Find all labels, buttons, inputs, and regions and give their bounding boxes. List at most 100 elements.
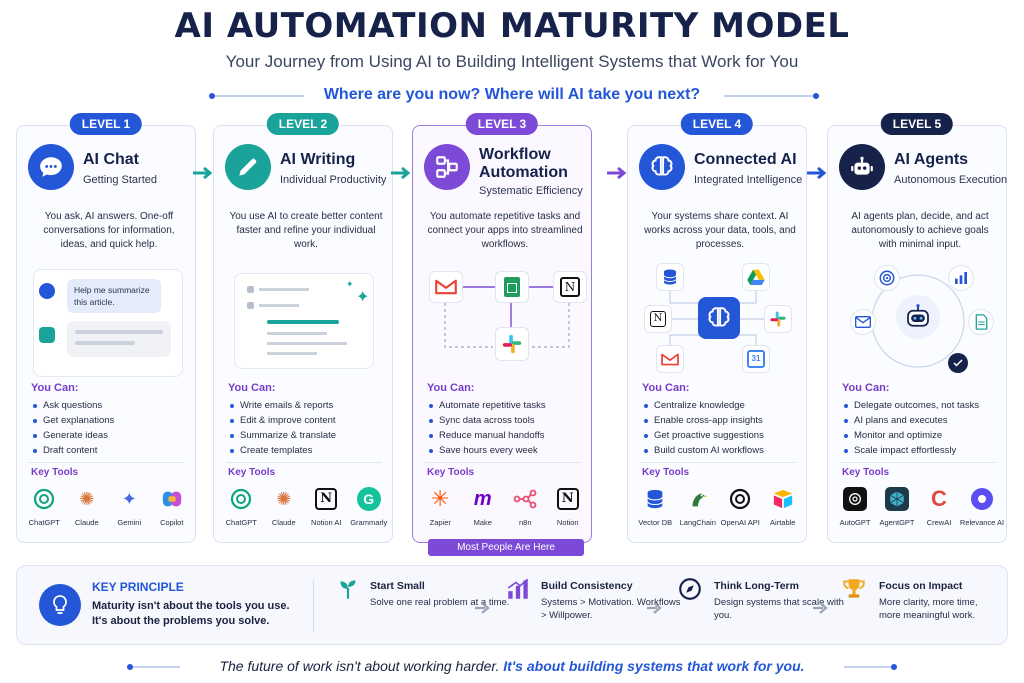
chat-bubble-icon xyxy=(28,144,74,190)
tool-copilot: Copilot xyxy=(151,486,194,527)
make-icon: m xyxy=(473,487,492,510)
tool-vector-db: Vector DB xyxy=(634,486,677,527)
list-item: Draft content xyxy=(29,443,193,458)
divider xyxy=(313,580,314,632)
principle-step: Start Small Solve one real problem at a … xyxy=(370,580,510,609)
decor-line-right xyxy=(844,664,897,670)
notion-icon: N xyxy=(555,486,581,512)
list-item: Summarize & translate xyxy=(226,428,390,443)
divider xyxy=(840,462,996,463)
check-icon xyxy=(948,353,968,373)
agentgpt-icon xyxy=(884,486,910,512)
arrow-right-icon xyxy=(607,166,627,180)
tool-name: Gemini xyxy=(117,518,142,527)
tool-name: AutoGPT xyxy=(839,518,871,527)
list-item: Ask questions xyxy=(29,398,193,413)
tool-name: Zapier xyxy=(429,518,451,527)
sparkle-icon: ✦ xyxy=(356,289,370,306)
user-avatar-icon xyxy=(39,283,55,299)
decor-line-left xyxy=(127,664,180,670)
bar-chart-icon xyxy=(948,265,974,291)
step-text: Solve one real problem at a time. xyxy=(370,597,510,608)
gmail-icon xyxy=(429,271,463,303)
document-window xyxy=(234,273,374,369)
connection-lines xyxy=(658,279,778,359)
level-description: AI agents plan, decide, and act autonomo… xyxy=(851,211,989,250)
page-subtitle: Your Journey from Using AI to Building I… xyxy=(225,52,799,71)
you-can-label: You Can: xyxy=(842,382,890,394)
compass-icon xyxy=(675,574,705,604)
target-icon xyxy=(874,265,900,291)
grammarly-icon: G xyxy=(356,486,382,512)
slack-icon xyxy=(495,327,529,361)
tool-name: CrewAI xyxy=(926,518,952,527)
level-subtitle: Systematic Efficiency xyxy=(479,185,583,197)
lightbulb-icon xyxy=(39,584,81,626)
openai-icon xyxy=(727,486,753,512)
you-can-label: You Can: xyxy=(642,382,690,394)
level-4-card: LEVEL 4 Connected AI Integrated Intellig… xyxy=(627,113,807,543)
tool-name: Vector DB xyxy=(638,518,673,527)
level-name: Connected AI xyxy=(694,151,797,168)
tool-openai-api: OpenAI API xyxy=(719,486,762,527)
list-item: Build custom AI workflows xyxy=(640,443,804,458)
decor-line-left xyxy=(209,93,304,99)
vector-db-icon xyxy=(642,486,668,512)
list-item: Scale impact effortlessly xyxy=(840,443,1004,458)
tool-claude: ✺Claude xyxy=(263,486,306,528)
level-description: You automate repetitive tasks and connec… xyxy=(427,211,583,250)
arrow-right-icon xyxy=(193,166,213,180)
you-can-list: Ask questions Get explanations Generate … xyxy=(29,398,193,458)
list-item: Create templates xyxy=(226,443,390,458)
list-item: Centralize knowledge xyxy=(640,398,804,413)
tool-chatgpt: ChatGPT xyxy=(220,486,263,527)
arrow-right-icon xyxy=(807,166,827,180)
list-item: Sync data across tools xyxy=(425,413,589,428)
level-5-card: LEVEL 5 AI Agents Autonomous Execution A… xyxy=(827,113,1007,543)
tool-zapier: ✳Zapier xyxy=(419,486,462,527)
decor-line-right xyxy=(724,93,819,99)
footer-part-2: It's about building systems that work fo… xyxy=(503,658,805,674)
chat-illustration: Help me summarize this article. xyxy=(25,269,189,381)
tool-gemini: ✦Gemini xyxy=(108,486,151,528)
level-badge: LEVEL 1 xyxy=(69,113,143,135)
list-item: AI plans and executes xyxy=(840,413,1004,428)
tool-name: Copilot xyxy=(160,518,184,527)
level-1-card: LEVEL 1 AI Chat Getting Started You ask,… xyxy=(16,113,196,543)
arrow-right-icon xyxy=(813,602,828,614)
divider xyxy=(425,462,581,463)
google-calendar-icon: 31 xyxy=(742,345,770,373)
tool-name: Claude xyxy=(74,518,99,527)
list-item: Save hours every week xyxy=(425,443,589,458)
tool-name: ChatGPT xyxy=(28,518,60,527)
level-name: Workflow Automation xyxy=(479,146,568,181)
arrow-right-icon xyxy=(391,166,411,180)
level-description: You use AI to create better content fast… xyxy=(229,211,383,250)
tool-name: Claude xyxy=(271,518,296,527)
sprout-icon xyxy=(333,574,363,604)
divider xyxy=(226,462,382,463)
principle-step: Think Long-Term Design systems that scal… xyxy=(714,580,854,622)
key-tools-row: Vector DB LangChain OpenAI API Airtable xyxy=(634,486,804,527)
list-item: Generate ideas xyxy=(29,428,193,443)
sparkle-small-icon: ✦ xyxy=(346,279,354,289)
step-title: Build Consistency xyxy=(541,580,633,592)
agent-robot-icon xyxy=(896,295,940,339)
list-item: Automate repetitive tasks xyxy=(425,398,589,413)
divider xyxy=(640,462,796,463)
key-principle-panel: KEY PRINCIPLE Maturity isn't about the t… xyxy=(16,565,1008,645)
relevance-ai-icon xyxy=(969,486,995,512)
tool-name: OpenAI API xyxy=(720,518,760,527)
tool-name: Airtable xyxy=(770,518,796,527)
chat-bubble-bot xyxy=(67,321,171,357)
tool-name: Notion AI xyxy=(311,518,342,527)
chatgpt-icon xyxy=(31,486,57,512)
robot-icon xyxy=(839,144,885,190)
key-tools-row: ChatGPT ✺Claude ✦Gemini Copilot xyxy=(23,486,194,528)
